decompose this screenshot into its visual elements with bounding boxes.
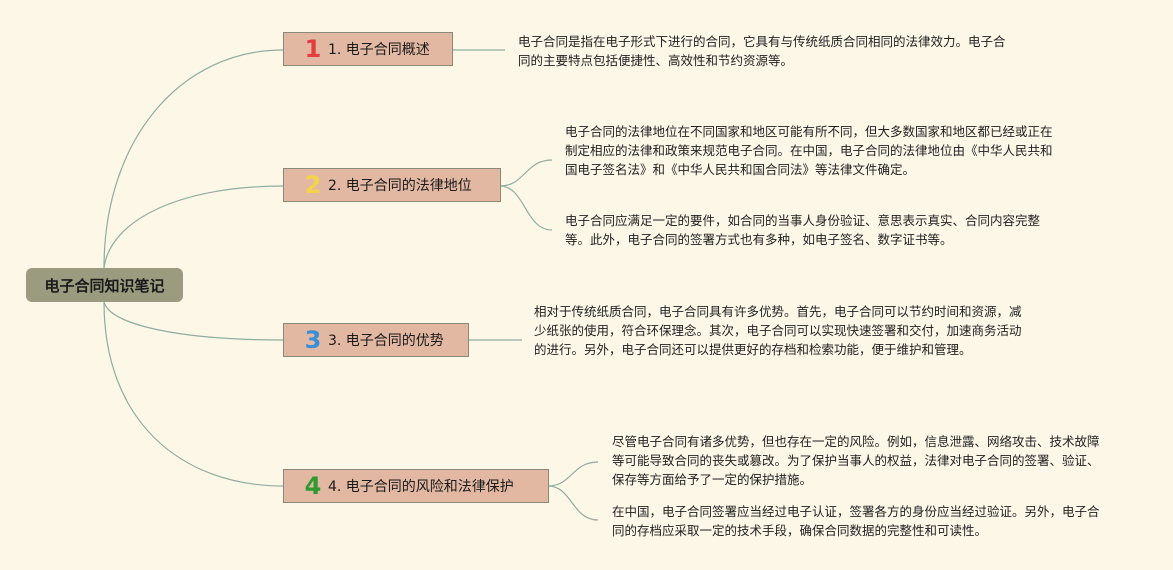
connector-topic-2-note-2: [499, 185, 553, 231]
topic-3-label: 3. 电子合同的优势: [328, 333, 444, 349]
root-node[interactable]: 电子合同知识笔记: [26, 268, 183, 302]
topic-2-label: 2. 电子合同的法律地位: [328, 178, 472, 194]
connector-topic-4-note-2: [547, 485, 599, 521]
topic-1-label: 1. 电子合同概述: [328, 42, 430, 58]
connector-root-topic-2: [103, 185, 284, 269]
topic-3-note: 相对于传统纸质合同，电子合同具有许多优势。首先，电子合同可以节约时间和资源，减少…: [534, 304, 1022, 357]
topic-4-label: 4. 电子合同的风险和法律保护: [328, 479, 514, 495]
root-label: 电子合同知识笔记: [44, 276, 165, 295]
topic-4-note-2: 在中国，电子合同签署应当经过电子认证，签署各方的身份应当经过验证。另外，电子合同…: [612, 504, 1100, 538]
topic-2-note-1: 电子合同的法律地位在不同国家和地区可能有所不同，但大多数国家和地区都已经或正在制…: [565, 124, 1053, 177]
topic-1-node[interactable]: 1 1. 电子合同概述: [283, 32, 453, 66]
number-four-icon: 4: [304, 472, 322, 500]
number-two-icon: 2: [304, 171, 322, 199]
connector-root-topic-3: [103, 301, 284, 341]
connector-root-topic-4: [103, 301, 284, 487]
number-one-icon: 1: [304, 35, 322, 63]
topic-2-note-2: 电子合同应满足一定的要件，如合同的当事人身份验证、意思表示真实、合同内容完整等。…: [565, 213, 1041, 247]
connector-root-topic-1: [103, 49, 284, 269]
connector-topic-2-note-1: [499, 159, 553, 187]
connector-topic-4-note-1: [547, 461, 599, 487]
topic-4-node[interactable]: 4 4. 电子合同的风险和法律保护: [283, 469, 549, 503]
topic-1-note: 电子合同是指在电子形式下进行的合同，它具有与传统纸质合同相同的法律效力。电子合同…: [518, 34, 1006, 68]
topic-3-node[interactable]: 3 3. 电子合同的优势: [283, 323, 469, 357]
number-three-icon: 3: [304, 326, 322, 354]
topic-2-node[interactable]: 2 2. 电子合同的法律地位: [283, 168, 501, 202]
topic-4-note-1: 尽管电子合同有诸多优势，但也存在一定的风险。例如，信息泄露、网络攻击、技术故障等…: [612, 434, 1100, 487]
